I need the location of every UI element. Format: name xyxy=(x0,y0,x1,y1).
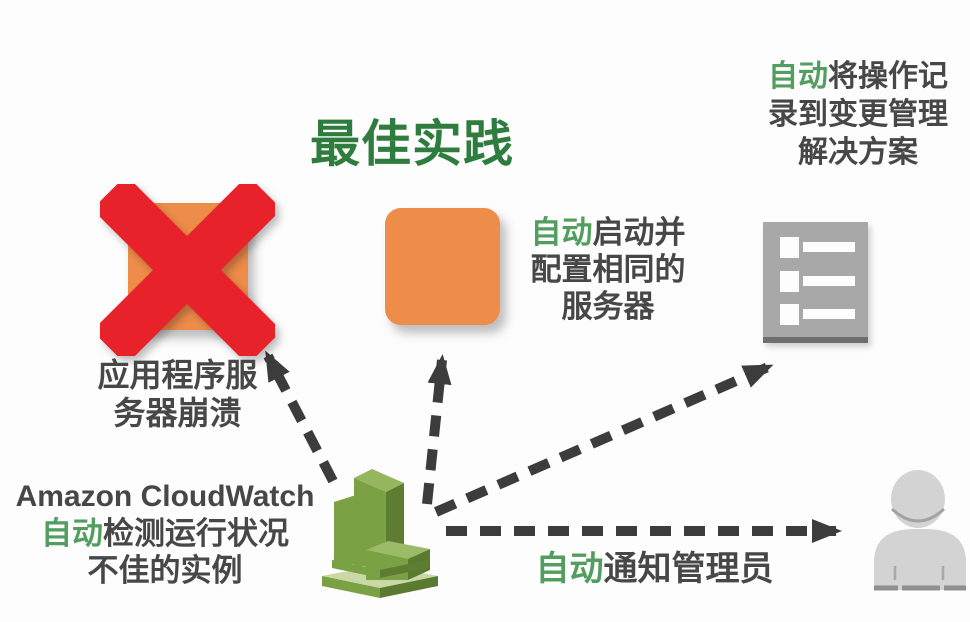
new-server-icon xyxy=(385,208,500,325)
detect-line3: 不佳的实例 xyxy=(87,553,243,588)
arrow-to-change-record xyxy=(433,362,774,517)
checklist-document-icon xyxy=(763,222,868,343)
doc-checkbox-2 xyxy=(780,271,799,292)
cloudwatch-detect-label: Amazon CloudWatch 自动检测运行状况 不佳的实例 xyxy=(0,478,330,589)
doc-line-1 xyxy=(803,242,855,252)
change-record-line1: 自动将操作记 xyxy=(768,60,948,93)
doc-checkbox-3 xyxy=(780,304,799,325)
red-x-icon xyxy=(100,184,275,356)
doc-checkbox-1 xyxy=(780,237,799,258)
detect-line2: 自动检测运行状况 xyxy=(41,516,289,551)
auto-launch-line1: 自动启动并 xyxy=(530,215,686,250)
crashed-server-line2: 务器崩溃 xyxy=(113,395,242,431)
crashed-server-line1: 应用程序服 xyxy=(97,357,258,393)
doc-line-2 xyxy=(803,276,855,286)
change-record-label: 自动将操作记 录到变更管理 解决方案 xyxy=(746,58,970,172)
page-title: 最佳实践 xyxy=(310,116,514,172)
cloudwatch-name: Amazon CloudWatch xyxy=(15,480,315,513)
auto-launch-label: 自动启动并 配置相同的 服务器 xyxy=(510,214,706,325)
auto-launch-line2: 配置相同的 xyxy=(530,252,686,287)
crashed-server-label: 应用程序服 务器崩溃 xyxy=(60,356,295,432)
doc-bottom-strip xyxy=(763,337,868,343)
doc-line-3 xyxy=(803,309,855,319)
admin-person-icon xyxy=(874,470,966,591)
cloudwatch-building-icon xyxy=(322,469,438,598)
auto-launch-line3: 服务器 xyxy=(561,289,655,324)
change-record-line3: 解决方案 xyxy=(798,136,918,169)
change-record-line2: 录到变更管理 xyxy=(768,98,948,131)
notify-admin-label: 自动通知管理员 xyxy=(535,550,774,588)
